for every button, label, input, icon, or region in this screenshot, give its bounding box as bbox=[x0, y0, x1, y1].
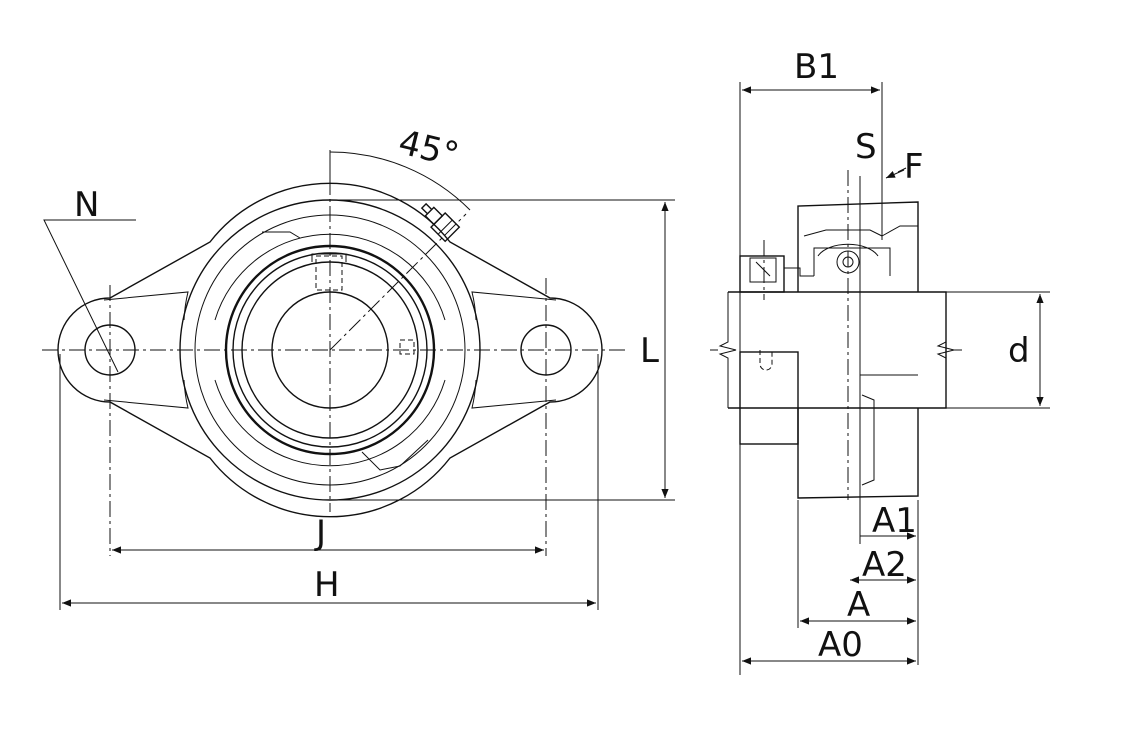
A0-label: A0 bbox=[818, 625, 863, 665]
angle-label: 45° bbox=[395, 122, 463, 175]
housing-body-lower bbox=[797, 408, 919, 499]
S-label: S bbox=[855, 127, 877, 167]
front-view-dimensions bbox=[59, 199, 675, 610]
F-label: F bbox=[904, 147, 924, 187]
N-label: N bbox=[74, 185, 99, 225]
shaft-outline bbox=[728, 291, 947, 409]
side-view bbox=[710, 170, 962, 544]
flange-outline bbox=[57, 182, 603, 518]
A-label: A bbox=[847, 585, 870, 625]
front-view bbox=[42, 150, 625, 556]
d-label: d bbox=[1008, 331, 1030, 371]
J-label: J bbox=[314, 513, 326, 553]
H-label: H bbox=[314, 565, 340, 605]
grease-nipple bbox=[420, 202, 461, 243]
A1-label: A1 bbox=[872, 501, 917, 541]
side-view-dimensions bbox=[739, 82, 1050, 675]
B1-label: B1 bbox=[794, 47, 839, 87]
A2-label: A2 bbox=[862, 545, 907, 585]
L-label: L bbox=[640, 331, 659, 371]
